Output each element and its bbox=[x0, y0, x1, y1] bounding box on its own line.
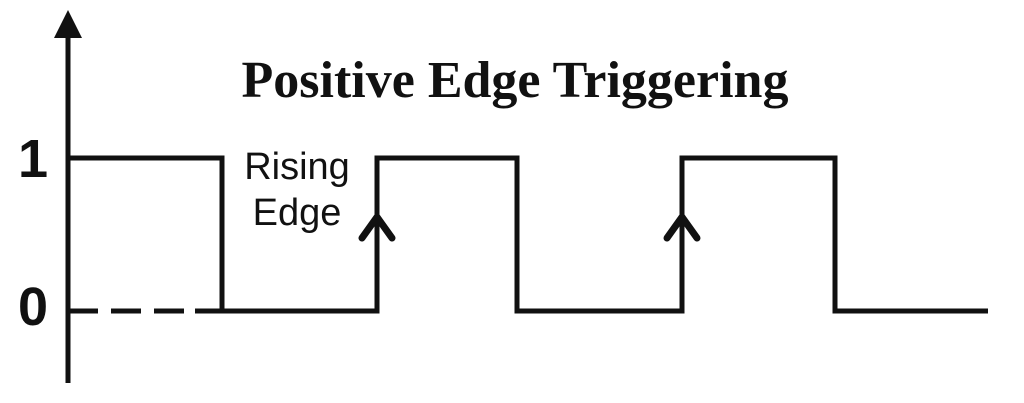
rising-edge-arrow-icon bbox=[663, 213, 701, 242]
logic-low-label: 0 bbox=[17, 277, 49, 337]
rising-edge-annotation: Rising Edge bbox=[217, 144, 377, 236]
rising-edge-annotation-line2: Edge bbox=[252, 192, 342, 234]
rising-edge-arrow-icon bbox=[358, 213, 396, 242]
diagram-title: Positive Edge Triggering bbox=[241, 52, 789, 109]
y-axis-arrowhead-icon bbox=[54, 10, 82, 38]
rising-edge-annotation-line1: Rising bbox=[244, 146, 350, 188]
logic-high-label: 1 bbox=[17, 129, 49, 189]
signal-waveform bbox=[68, 155, 988, 314]
